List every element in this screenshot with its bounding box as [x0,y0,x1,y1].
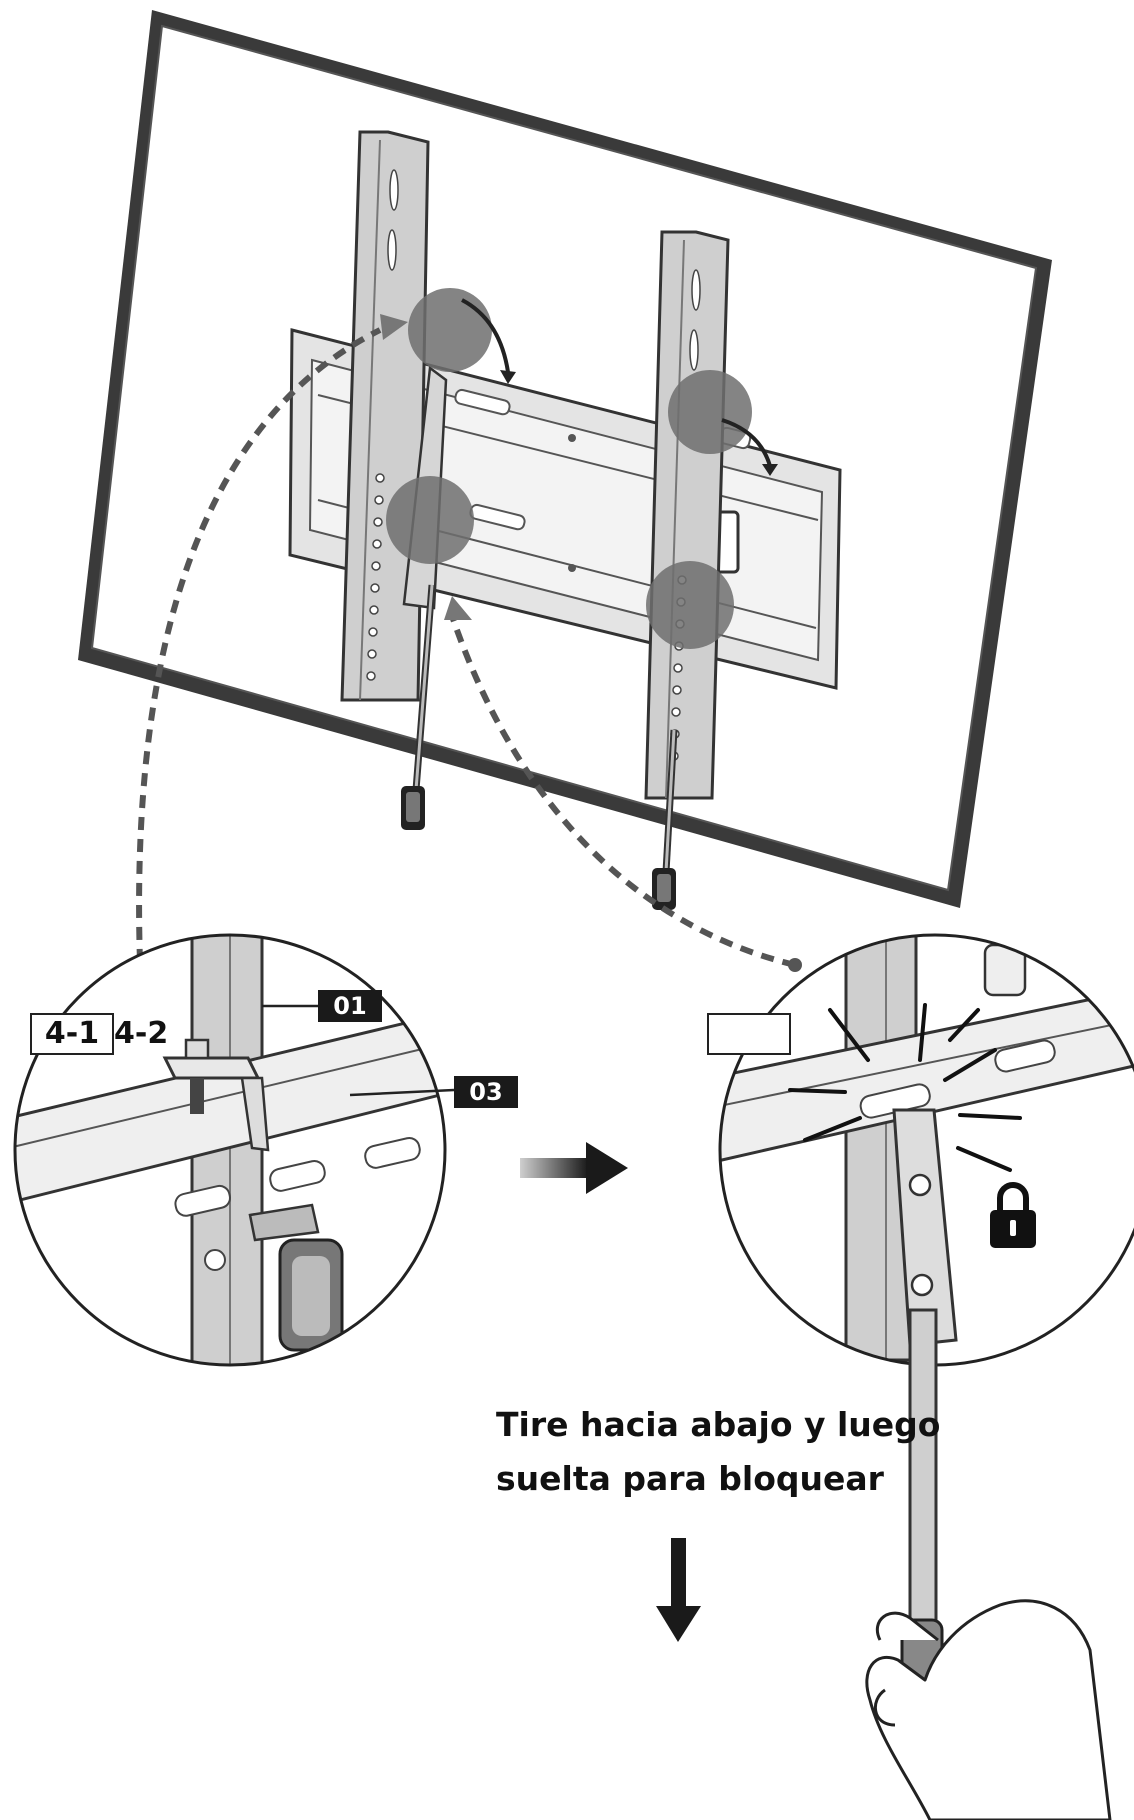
guide-arrowhead-top [380,314,408,340]
lock-icon [990,1182,1036,1248]
dashed-guides [136,327,796,968]
guide-arrowhead-bottom [444,596,472,620]
detail-circle-left [13,933,447,1367]
leader-lines [262,1004,455,1097]
arrow-down-icon [656,1538,701,1642]
step-label-right [707,1013,791,1055]
highlight-markers [386,288,752,649]
instruction-line-1: Tire hacia abajo y luego [496,1405,941,1444]
step-label-left: 4-1 [30,1013,114,1055]
guide-dot-right [788,958,802,972]
rotation-arrows [461,298,772,467]
part-tag-bracket: 01 [318,990,382,1022]
rotation-arrowheads [500,370,778,476]
instruction-text: Tire hacia abajo y luego suelta para blo… [496,1398,956,1506]
hand-icon [865,1599,1112,1820]
detail-circle-right [718,933,1134,1367]
instruction-line-2: suelta para bloquear [496,1459,884,1498]
arrow-right-icon [520,1142,628,1194]
step-label-left-extra: 4-2 [114,1016,169,1051]
part-tag-plate: 03 [454,1076,518,1108]
